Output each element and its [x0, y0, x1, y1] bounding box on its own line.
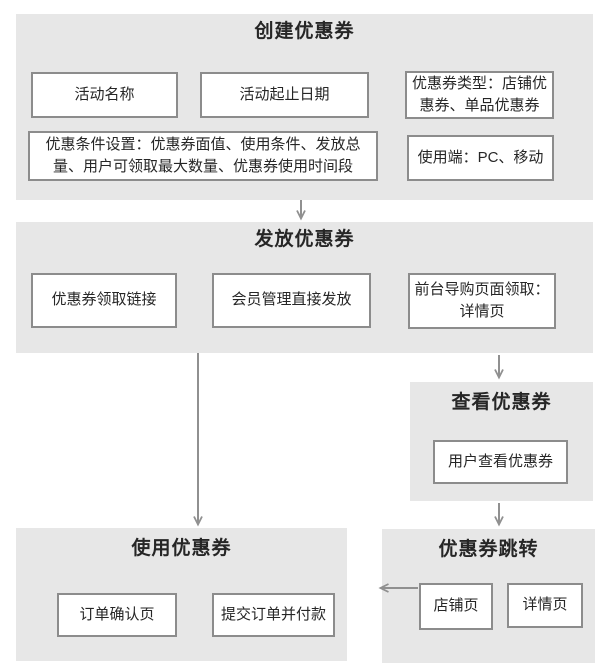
node-shop-page: 店铺页: [419, 583, 493, 630]
node-detail-page: 详情页: [507, 583, 583, 628]
node-client-side: 使用端：PC、移动: [407, 135, 554, 181]
node-activity-start-end-date: 活动起止日期: [200, 72, 369, 118]
node-coupon-type: 优惠券类型：店铺优惠券、单品优惠券: [405, 71, 554, 119]
node-member-direct-distribution: 会员管理直接发放: [212, 273, 371, 328]
panel-title-coupon-redirect: 优惠券跳转: [438, 539, 539, 560]
node-condition-settings: 优惠条件设置：优惠券面值、使用条件、发放总量、用户可领取最大数量、优惠券使用时间…: [28, 131, 378, 181]
node-claim-link: 优惠券领取链接: [31, 273, 177, 328]
panel-title-create-coupon: 创建优惠券: [254, 21, 355, 42]
node-user-view-coupon: 用户查看优惠券: [433, 440, 568, 484]
panel-title-distribute-coupon: 发放优惠券: [254, 229, 355, 250]
node-submit-order-and-pay: 提交订单并付款: [212, 593, 335, 637]
node-front-guide-page-claim: 前台导购页面领取：详情页: [408, 273, 556, 329]
panel-title-view-coupon: 查看优惠券: [451, 392, 552, 413]
panel-title-use-coupon: 使用优惠券: [131, 538, 232, 559]
node-activity-name: 活动名称: [31, 72, 178, 118]
node-order-confirm-page: 订单确认页: [57, 593, 177, 637]
